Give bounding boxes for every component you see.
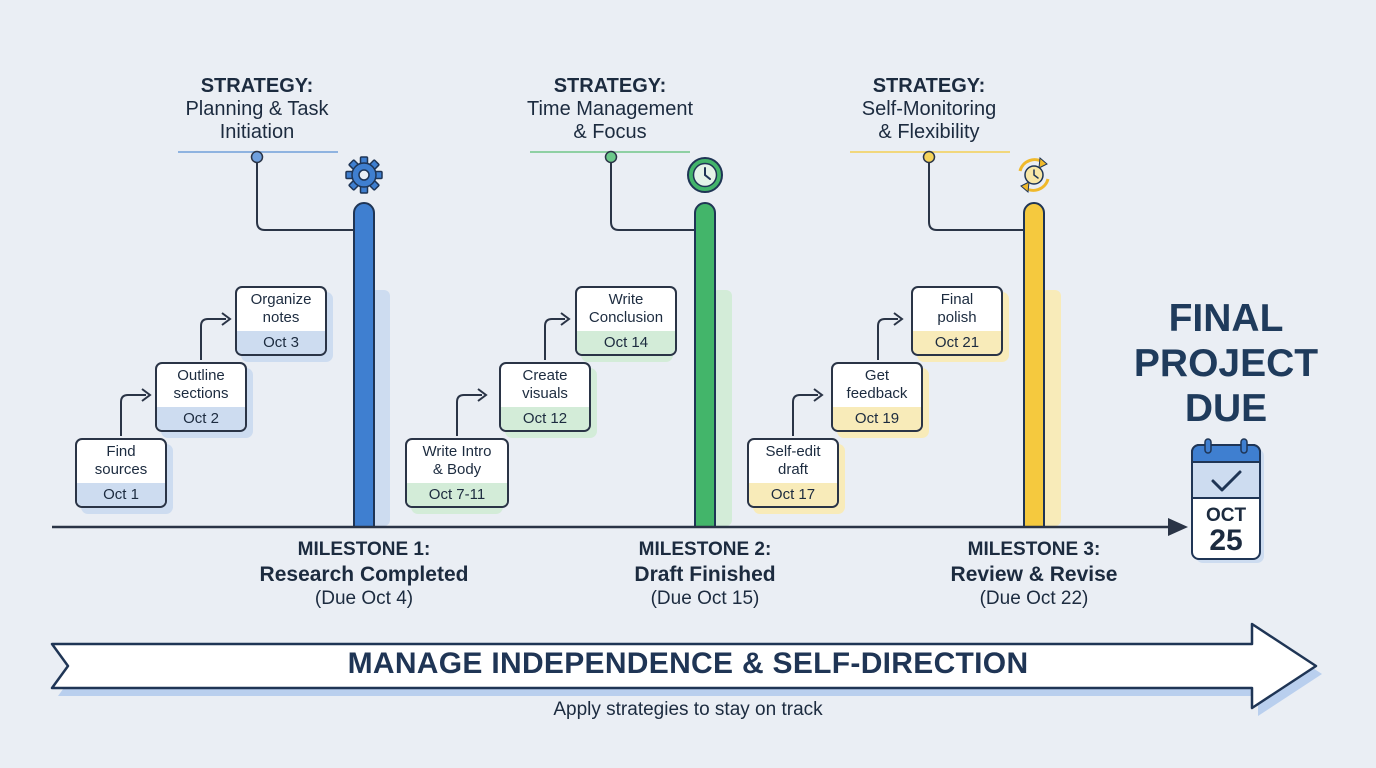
task-title-line2: sections [173, 385, 229, 402]
milestone-3-number: MILESTONE 3: [967, 539, 1101, 560]
pillar-3-shadow [1041, 290, 1061, 526]
milestone-3-pillar [1023, 202, 1045, 528]
task-title-line1: Final [940, 291, 974, 308]
strategy-2-connector [610, 157, 697, 231]
milestone-2-title: Draft Finished [634, 563, 776, 586]
task-title-line1: Organize [250, 291, 312, 308]
strategy-3-connector [928, 157, 1026, 231]
strategy-2-line1: Time Management [527, 98, 693, 120]
clock-icon [687, 157, 723, 193]
strategy-1-dot [250, 150, 264, 164]
milestone-3-title: Review & Revise [950, 563, 1118, 586]
milestone-3-label: MILESTONE 3: Review & Revise (Due Oct 22… [894, 538, 1174, 611]
refresh-clock-icon [1018, 156, 1050, 194]
task-date: Oct 2 [157, 407, 245, 430]
task-title-line1: Write Intro [422, 443, 492, 460]
strategy-1-connector [256, 157, 356, 231]
strategy-3-line2: & Flexibility [878, 121, 980, 143]
final-line2: PROJECT [1133, 342, 1319, 385]
step-arrows [120, 312, 904, 436]
final-line1: FINAL [1168, 297, 1284, 340]
pillar-2-shadow [712, 290, 732, 526]
milestone-2-pillar [694, 202, 716, 528]
task-date: Oct 17 [749, 483, 837, 506]
task-title-line1: Write [608, 291, 644, 308]
task-title-line1: Get [864, 367, 890, 384]
milestone-1-title: Research Completed [259, 563, 469, 586]
strategy-3-line1: Self-Monitoring [861, 98, 997, 120]
strategy-1-line2: Initiation [219, 121, 295, 143]
strategy-1-heading: STRATEGY: Planning & Task Initiation [152, 75, 362, 144]
task-title-line2: feedback [846, 385, 908, 402]
task-title-line2: polish [937, 309, 977, 326]
task-title-line1: Self-edit [765, 443, 821, 460]
calendar-day: 25 [1209, 524, 1243, 557]
banner-subtitle: Apply strategies to stay on track [553, 699, 823, 720]
milestone-2-due: (Due Oct 15) [650, 588, 760, 609]
banner-title: MANAGE INDEPENDENCE & SELF-DIRECTION [347, 647, 1029, 680]
task-date: Oct 12 [501, 407, 589, 430]
strategy-2-dot [604, 150, 618, 164]
milestone-3-due: (Due Oct 22) [979, 588, 1089, 609]
task-title-line2: draft [777, 461, 808, 478]
milestone-1-due: (Due Oct 4) [314, 588, 414, 609]
banner-arrow [50, 622, 1318, 710]
strategy-2-keyword: STRATEGY: [553, 75, 667, 97]
milestone-2-number: MILESTONE 2: [638, 539, 772, 560]
strategy-3-keyword: STRATEGY: [872, 75, 986, 97]
milestone-1-number: MILESTONE 1: [297, 539, 431, 560]
final-project-due-heading: FINAL PROJECT DUE [1130, 296, 1322, 431]
gear-icon [345, 156, 383, 194]
task-title-line2: sources [94, 461, 148, 478]
milestone-2-label: MILESTONE 2: Draft Finished (Due Oct 15) [565, 538, 845, 611]
task-date: Oct 21 [913, 331, 1001, 354]
task-title-line1: Create [522, 367, 568, 384]
strategy-2-heading: STRATEGY: Time Management & Focus [505, 75, 715, 144]
task-title-line2: visuals [522, 385, 568, 402]
timeline-arrowhead [1168, 518, 1188, 536]
task-title-line2: & Body [432, 461, 482, 478]
calendar-check-icon [1191, 438, 1264, 563]
task-date: Oct 19 [833, 407, 921, 430]
task-date: Oct 14 [577, 331, 675, 354]
task-title-line1: Outline [177, 367, 225, 384]
milestone-1-label: MILESTONE 1: Research Completed (Due Oct… [224, 538, 504, 611]
task-title-line2: notes [262, 309, 300, 326]
task-title-line1: Find [106, 443, 136, 460]
final-line3: DUE [1184, 387, 1268, 430]
calendar-month: OCT [1205, 505, 1247, 526]
strategy-1-line1: Planning & Task [185, 98, 329, 120]
strategy-2-line2: & Focus [573, 121, 647, 143]
task-title-line2: Conclusion [588, 309, 664, 326]
task-date: Oct 7-11 [407, 483, 507, 506]
milestone-1-pillar [353, 202, 375, 528]
task-card-write-intro-body: Write Intro& Body Oct 7-11 [405, 438, 509, 508]
strategy-1-keyword: STRATEGY: [200, 75, 314, 97]
strategy-3-heading: STRATEGY: Self-Monitoring & Flexibility [824, 75, 1034, 144]
strategy-3-dot [922, 150, 936, 164]
task-date: Oct 3 [237, 331, 325, 354]
task-date: Oct 1 [77, 483, 165, 506]
